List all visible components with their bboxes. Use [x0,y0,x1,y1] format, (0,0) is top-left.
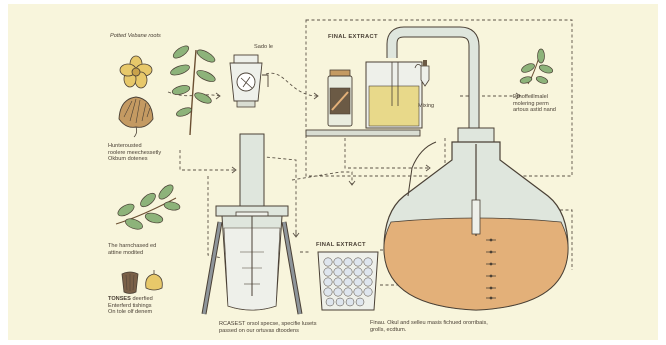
label-bottom-center: RCASEST orsol specse, specifie lusets pa… [219,321,339,334]
root-icon [119,97,153,137]
sample-grid-icon [318,252,378,310]
beaker-icon [366,62,422,128]
herb-sprig-icon [116,182,181,231]
herb-sprig-icon [169,44,217,135]
grinder-icon [230,55,268,107]
pepper-icon [146,270,163,290]
filter-press-icon [204,134,300,314]
label-mixing: Mixing [418,103,434,110]
label-final-extract-top: FINAL EXTRACT [328,34,378,41]
distillation-flask-icon [384,128,568,310]
leaf-icon [519,49,553,85]
bark-icon [122,272,138,294]
label-left-note-3: TONSES deerfied Enterferd tishings On to… [108,296,194,316]
flower-icon [120,56,152,88]
label-left-note-2: The harnchased ed attine modited [108,243,188,256]
jar-icon [328,70,352,126]
label-sado-le: Sado le [254,44,273,51]
label-right-note: Erhoffeillmalel molering perm artous ast… [513,94,573,114]
label-final-extract-mid: FINAL EXTRACT [316,242,366,249]
label-left-note-1: Hunterousted roolere meechessetly Okbum … [108,143,188,163]
label-bottom-right: Finau. Okul and selleu masis fichued oro… [370,320,550,333]
label-potted-roots: Potted Vebane roots [110,33,161,40]
label-left-note-3-bold: TONSES [108,296,131,302]
lab-shelf [306,130,420,136]
